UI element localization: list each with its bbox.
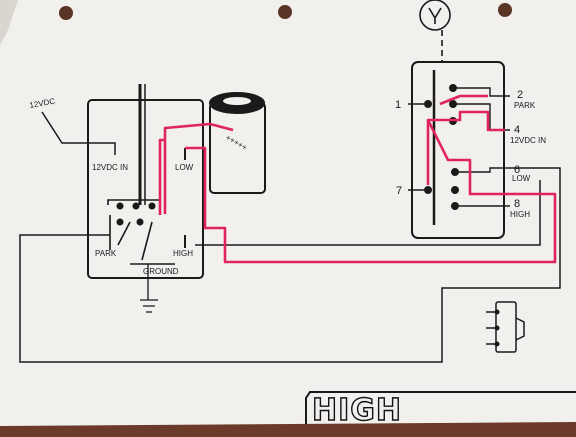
pin-4-label: 4 <box>514 124 520 136</box>
mode-title-block <box>305 391 576 424</box>
capacitor <box>209 92 266 194</box>
mode-title: HIGH <box>312 393 402 428</box>
left-switch-high-label: HIGH <box>173 249 193 258</box>
left-switch-low-label: LOW <box>175 163 194 172</box>
pin-1-label: 1 <box>395 99 401 111</box>
right-switch-low-label: LOW <box>512 174 531 183</box>
right-switch-in-label: 12VDC IN <box>510 136 546 145</box>
meter-symbol <box>419 0 451 62</box>
binder-hole <box>59 6 73 20</box>
binder-hole <box>498 3 512 17</box>
paper-sheet <box>0 0 576 426</box>
left-switch-in-label: 12VDC IN <box>92 163 128 172</box>
left-switch-park-label: PARK <box>95 249 117 258</box>
pin-6-label: 6 <box>514 164 520 176</box>
highlighted-circuit-path <box>158 94 557 264</box>
ground-label: GROUND <box>143 267 179 276</box>
right-switch-high-label: HIGH <box>510 210 530 219</box>
right-switch-park-label: PARK <box>514 101 536 110</box>
page-corner-fold <box>0 0 18 45</box>
pin-2-label: 2 <box>517 89 523 101</box>
left-switch <box>87 84 204 313</box>
supply-voltage-label: 12VDC <box>29 97 56 110</box>
pin-7-label: 7 <box>396 185 402 197</box>
pin-8-label: 8 <box>514 198 520 210</box>
binder-hole <box>278 5 292 19</box>
right-switch-housing <box>411 61 505 239</box>
connector-symbol <box>486 301 525 353</box>
